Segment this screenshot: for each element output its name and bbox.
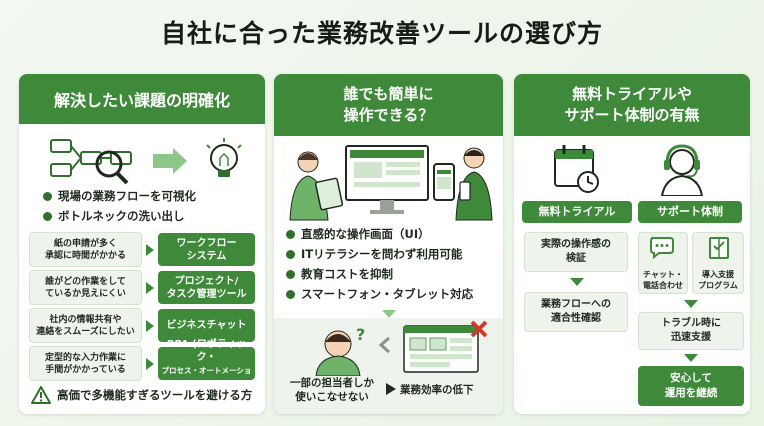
book-icon [709, 237, 729, 259]
bullet-item: 直感的な操作画面（UI） [286, 226, 473, 242]
heading-line: 無料トライアルや [572, 85, 692, 103]
trial-item: 実際の操作感の検証 [524, 232, 628, 272]
bullet-item: 教育コストを抑制 [286, 266, 473, 282]
bullet-list: 直感的な操作画面（UI） ITリテラシーを問わず利用可能 教育コストを抑制 スマ… [286, 226, 473, 306]
warning-note: 高価で多機能すぎるツールを避ける方 [31, 386, 252, 404]
column-ease-of-use: 誰でも簡単に 操作できる？ 直感的な操作画面（UI） ITリテラシーを問わず利用… [274, 74, 503, 414]
rejected-screen-icon [403, 320, 488, 373]
problem-box: 定型的な入力作業に手間がかかっている [29, 346, 142, 381]
warning-icon [31, 386, 51, 404]
flowchart-icon [50, 138, 242, 185]
problem-box: 誰がどの作業をしてているか見えにくい [29, 270, 142, 305]
column-heading: 無料トライアルや サポート体制の有無 [514, 74, 750, 136]
bullet-item: スマートフォン・タブレット対応 [286, 286, 473, 302]
heading-line: 誰でも簡単に [343, 85, 434, 103]
support-label: サポート体制 [638, 201, 742, 223]
arrow-right-icon [386, 383, 396, 395]
problem-tool-row: 定型的な入力作業に手間がかかっている RPA (ロボティック・プロセス・オートメ… [29, 339, 255, 388]
tool-box: RPA (ロボティック・プロセス・オートメーション) [158, 339, 255, 388]
tool-box: ビジネスチャット [158, 309, 255, 342]
column-trial-support: 無料トライアルや サポート体制の有無 無料トライアル サポート体制 実際の操作感… [514, 74, 750, 414]
final-outcome-box: 安心して運用を継続 [638, 366, 744, 406]
chevron-left-icon [378, 336, 390, 354]
down-arrow-icon [684, 300, 698, 308]
devices-illustration [289, 145, 493, 221]
problem-box: 社内の情報共有や連絡をスムーズにしたい [29, 308, 142, 343]
trouble-support-box: トラブル時に迅速支援 [638, 312, 744, 350]
page-title: 自社に合った業務改善ツールの選び方 [160, 19, 603, 48]
tool-box: ワークフローシステム [158, 233, 255, 266]
down-arrow-icon [570, 278, 584, 286]
bullet-list: 現場の業務フローを可視化 ボトルネックの洗い出し [43, 188, 196, 228]
problem-box: 紙の申請が多く承認に時間がかかる [29, 232, 142, 267]
problem-tool-row: 紙の申請が多く承認に時間がかかる ワークフローシステム [29, 232, 255, 267]
problem-text: 一部の担当者しか使いこなせない [290, 377, 374, 403]
column-problem-clarification: 解決したい課題の明確化 現場の業務フローを可視化 ボトルネックの洗い出し 紙の申… [19, 74, 265, 414]
headset-person-icon [660, 144, 704, 196]
tool-box: プロジェクト/タスク管理ツール [158, 271, 255, 304]
problem-tool-row: 誰がどの作業をしてているか見えにくい プロジェクト/タスク管理ツール [29, 270, 255, 305]
svg-text:?: ? [356, 325, 365, 344]
trial-item: 業務フローへの適合性確認 [524, 292, 628, 332]
calendar-icon [554, 145, 599, 193]
heading-line: サポート体制の有無 [564, 106, 700, 124]
trial-label: 無料トライアル [522, 201, 632, 223]
down-arrow-icon [382, 310, 396, 318]
column-heading: 誰でも簡単に 操作できる？ [274, 74, 503, 136]
down-arrow-icon [684, 354, 698, 362]
problem-tool-row: 社内の情報共有や連絡をスムーズにしたい ビジネスチャット [29, 308, 255, 343]
result-text: 業務効率の低下 [400, 384, 474, 396]
heading-text: 解決したい課題の明確化 [53, 91, 230, 110]
bullet-item: 現場の業務フローを可視化 [43, 188, 196, 204]
chat-icon [650, 237, 674, 260]
heading-line: 操作できる？ [343, 106, 434, 124]
arrow-right-icon [153, 148, 187, 174]
column-heading: 解決したい課題の明確化 [19, 74, 265, 124]
confused-person-icon: ? [315, 325, 365, 376]
bullet-item: ボトルネックの洗い出し [43, 208, 196, 224]
bullet-item: ITリテラシーを問わず利用可能 [286, 246, 473, 262]
